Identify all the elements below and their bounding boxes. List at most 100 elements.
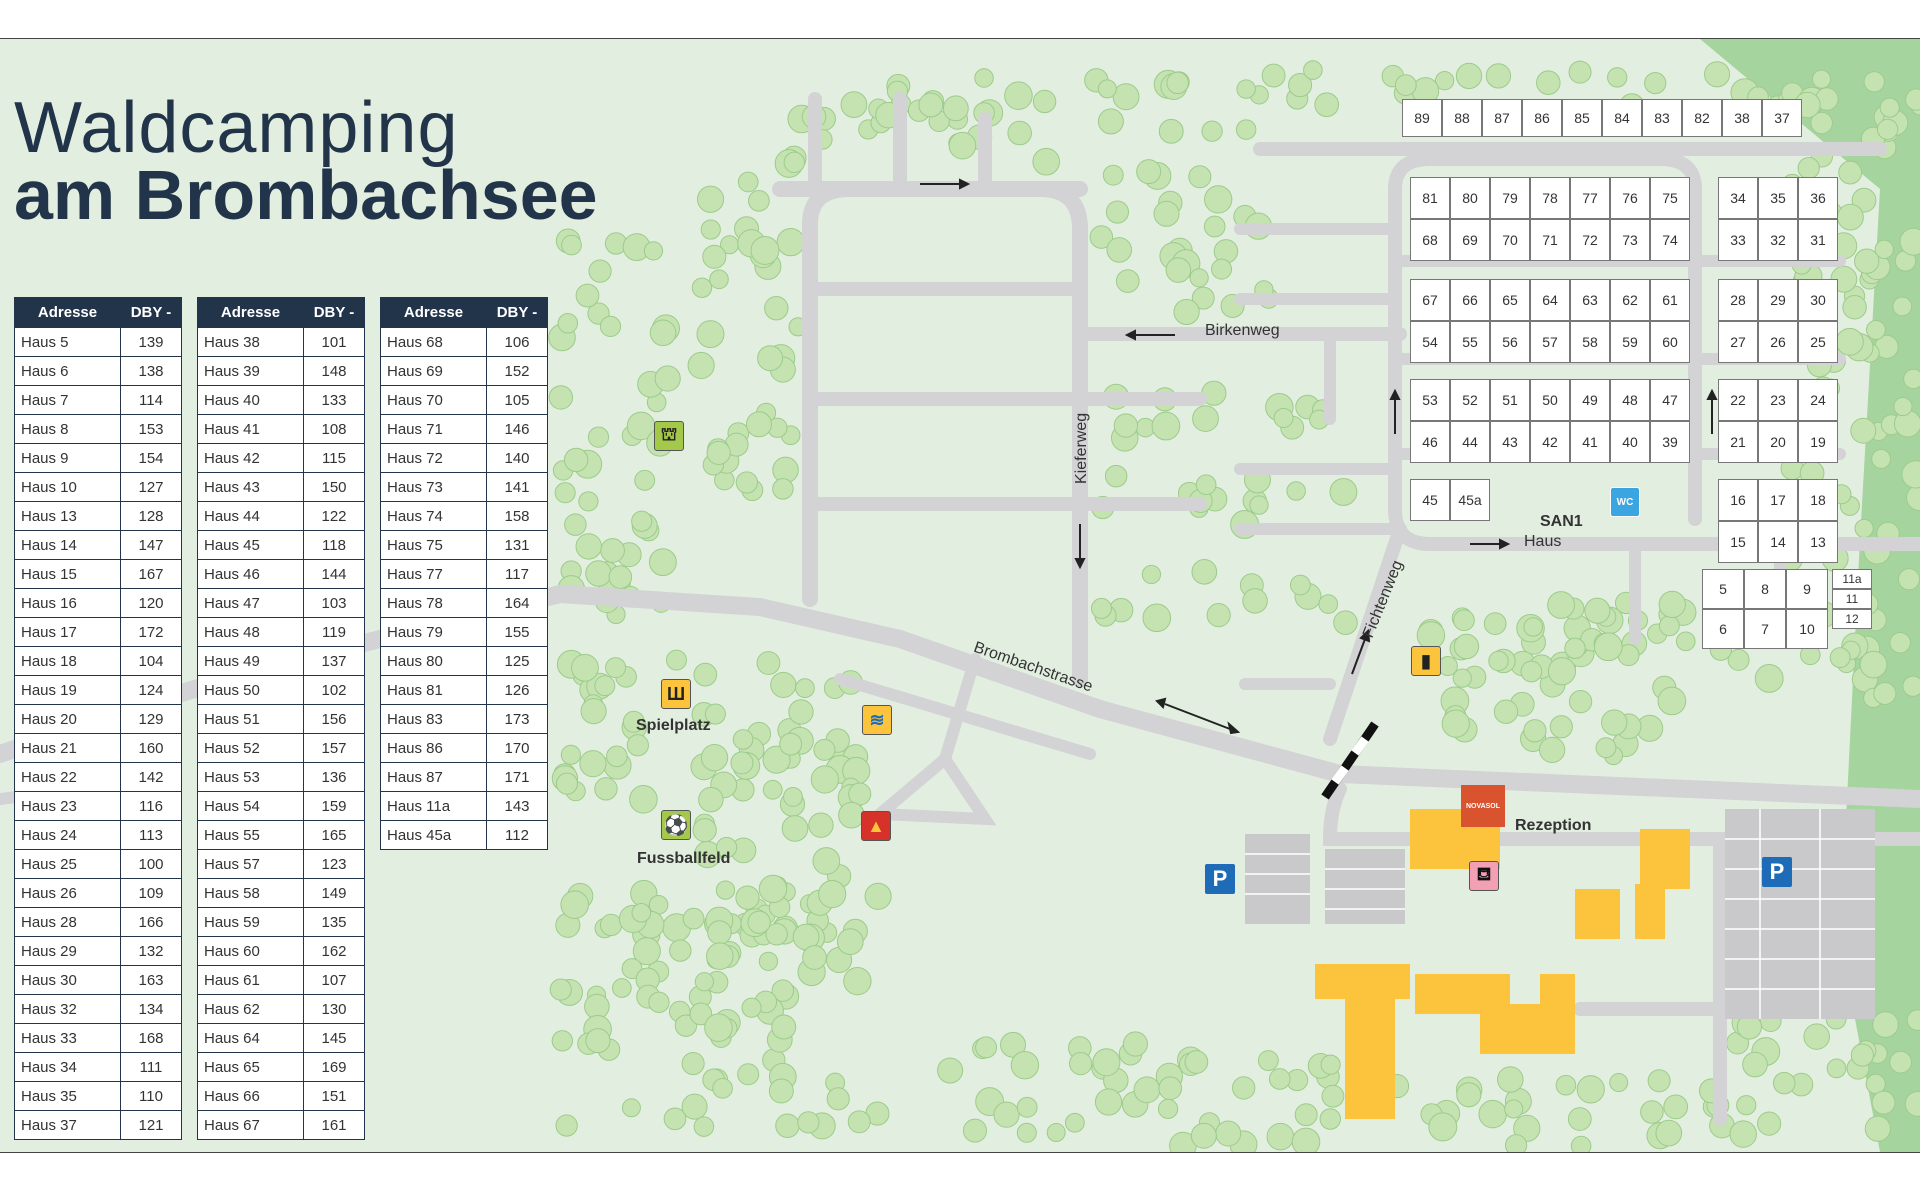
address-cell: Haus 48 bbox=[197, 617, 304, 647]
tree bbox=[732, 729, 754, 750]
tree bbox=[1032, 147, 1061, 176]
tree bbox=[1593, 632, 1623, 662]
tree bbox=[1191, 558, 1218, 585]
address-cell: Haus 81 bbox=[380, 675, 487, 705]
dby-cell: 150 bbox=[303, 472, 365, 502]
map-title-line1: Waldcamping bbox=[14, 88, 459, 168]
address-cell: Haus 59 bbox=[197, 907, 304, 937]
dby-cell: 104 bbox=[120, 646, 182, 676]
dby-cell: 152 bbox=[486, 356, 548, 386]
dby-cell: 153 bbox=[120, 414, 182, 444]
address-cell: Haus 21 bbox=[14, 733, 121, 763]
pitch-plot: 12 bbox=[1832, 609, 1872, 629]
pitch-plot: 20 bbox=[1758, 421, 1798, 463]
pitch-plot: 83 bbox=[1642, 99, 1682, 137]
tree bbox=[588, 259, 612, 283]
tree bbox=[654, 365, 681, 392]
tree bbox=[1000, 1031, 1026, 1058]
dby-cell: 132 bbox=[120, 936, 182, 966]
parking-icon: P bbox=[1205, 864, 1235, 894]
dby-cell: 145 bbox=[303, 1023, 365, 1053]
tree bbox=[1879, 97, 1900, 118]
dby-cell: 119 bbox=[303, 617, 365, 647]
tree bbox=[974, 68, 994, 88]
tree bbox=[783, 787, 803, 807]
parking-lot-3 bbox=[1725, 809, 1875, 1019]
tree bbox=[756, 651, 781, 675]
dby-cell: 165 bbox=[303, 820, 365, 850]
tree bbox=[1434, 71, 1455, 91]
tree bbox=[693, 1116, 715, 1137]
pitch-plot: 25 bbox=[1798, 321, 1838, 363]
address-cell: Haus 86 bbox=[380, 733, 487, 763]
tree bbox=[585, 1028, 611, 1054]
pitch-plot: 5 bbox=[1702, 569, 1744, 609]
tree bbox=[735, 885, 760, 910]
tree bbox=[1904, 1090, 1920, 1117]
tree bbox=[557, 313, 579, 334]
pitch-plot: 9 bbox=[1786, 569, 1828, 609]
pitch-plot: 89 bbox=[1402, 99, 1442, 137]
dby-cell: 143 bbox=[486, 791, 548, 821]
tree bbox=[802, 945, 827, 970]
tree bbox=[648, 548, 677, 577]
tree bbox=[587, 426, 610, 448]
pitch-plot: 54 bbox=[1410, 321, 1450, 363]
waste-bin-icon: ▮ bbox=[1411, 646, 1441, 676]
tree bbox=[1483, 612, 1507, 635]
pitch-plot: 32 bbox=[1758, 219, 1798, 261]
dby-cell: 116 bbox=[120, 791, 182, 821]
tree bbox=[1555, 1074, 1577, 1096]
tree bbox=[1756, 1111, 1782, 1136]
dby-cell: 135 bbox=[303, 907, 365, 937]
pitch-plot: 40 bbox=[1610, 421, 1650, 463]
tree bbox=[694, 972, 714, 992]
tree bbox=[937, 1057, 964, 1084]
address-cell: Haus 42 bbox=[197, 443, 304, 473]
address-cell: Haus 65 bbox=[197, 1052, 304, 1082]
pitch-plot: 59 bbox=[1610, 321, 1650, 363]
tree bbox=[1547, 657, 1577, 686]
tree bbox=[1736, 1095, 1757, 1116]
pitch-plot: 18 bbox=[1798, 479, 1838, 521]
dby-cell: 140 bbox=[486, 443, 548, 473]
tree bbox=[1206, 603, 1231, 628]
tree bbox=[1876, 118, 1899, 140]
tree bbox=[681, 1093, 708, 1120]
tree bbox=[1803, 1023, 1830, 1050]
address-cell: Haus 41 bbox=[197, 414, 304, 444]
pitch-plot: 13 bbox=[1798, 521, 1838, 563]
tree bbox=[1153, 200, 1180, 227]
tree bbox=[1016, 1096, 1038, 1118]
dby-cell: 109 bbox=[120, 878, 182, 908]
tree bbox=[942, 95, 969, 122]
pitch-plot: 51 bbox=[1490, 379, 1530, 421]
address-cell: Haus 28 bbox=[14, 907, 121, 937]
tree bbox=[706, 942, 734, 970]
tree bbox=[993, 1101, 1020, 1128]
tree bbox=[1897, 568, 1920, 591]
dby-cell: 158 bbox=[486, 501, 548, 531]
parking-lot-1 bbox=[1245, 834, 1310, 924]
tree bbox=[770, 671, 797, 698]
address-cell: Haus 6 bbox=[14, 356, 121, 386]
tree bbox=[779, 732, 803, 756]
tree bbox=[1113, 413, 1139, 438]
tree bbox=[665, 649, 687, 671]
tree bbox=[707, 920, 732, 945]
